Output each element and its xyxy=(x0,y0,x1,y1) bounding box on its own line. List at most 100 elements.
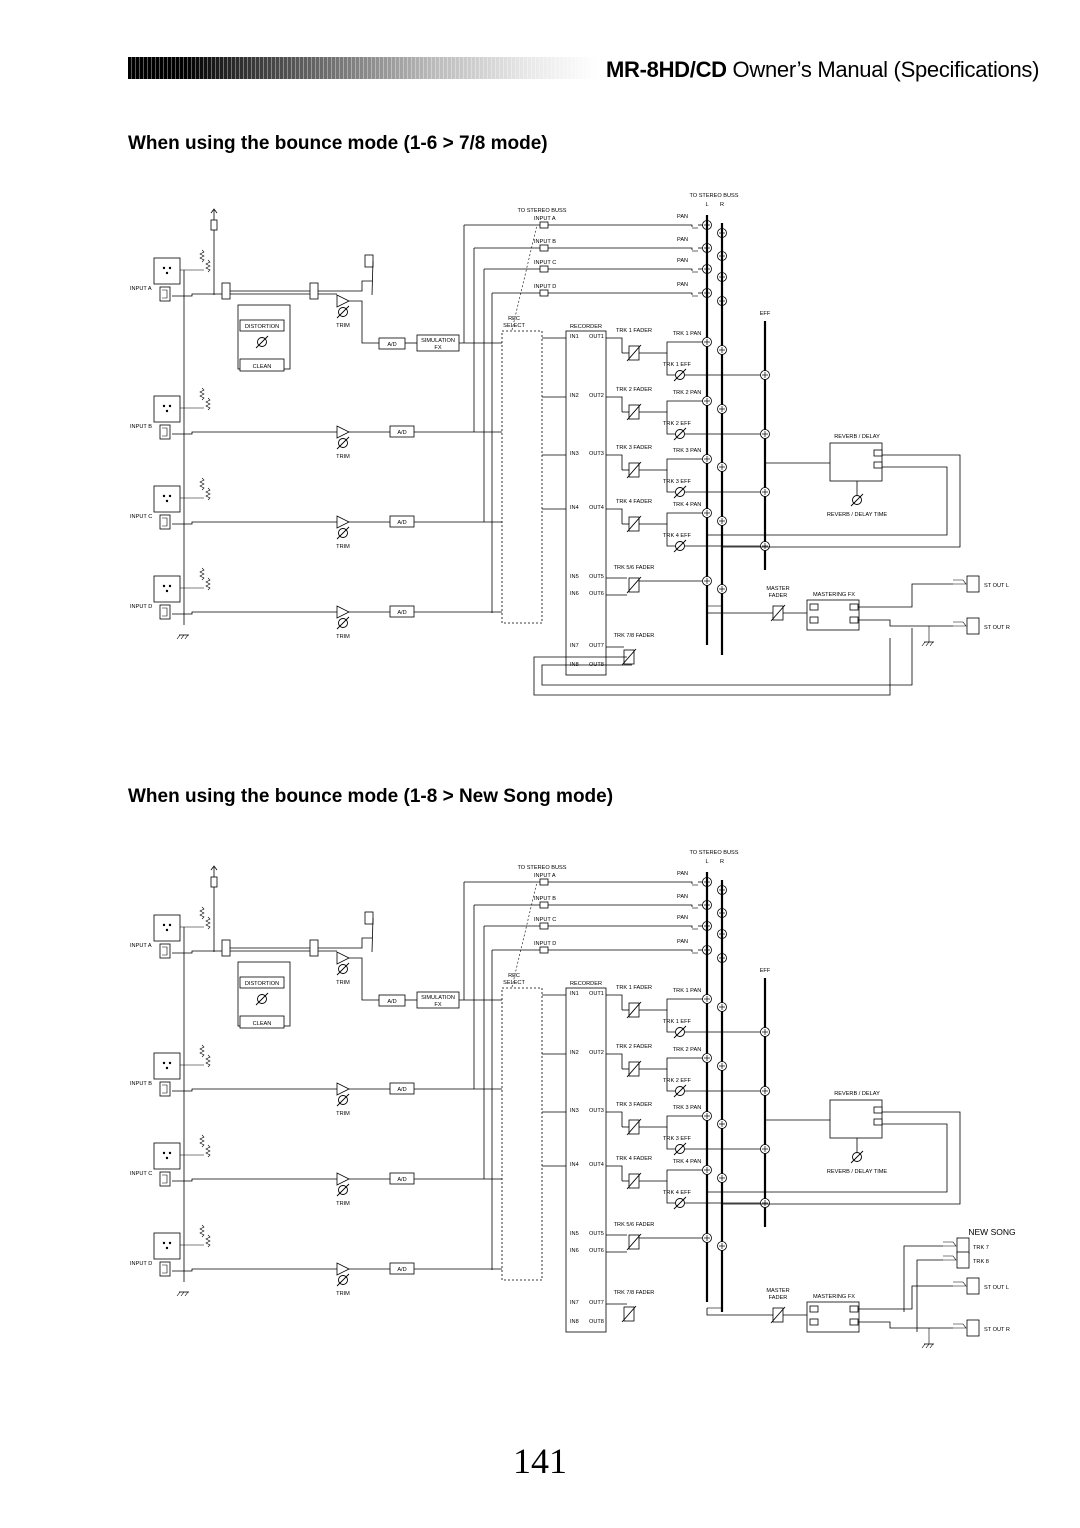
fader-icon-slash xyxy=(621,1305,637,1323)
master-fader-label: FADER xyxy=(769,1295,788,1301)
wire xyxy=(916,1259,943,1332)
trim-label: TRIM xyxy=(336,1201,350,1207)
stereo-buss-tap-label: INPUT A xyxy=(534,216,556,222)
knob-icon-slash xyxy=(673,485,687,499)
select-label: SELECT xyxy=(503,323,525,329)
xlr-pin xyxy=(165,499,169,503)
wire xyxy=(639,998,707,1011)
ground-icon-hatch xyxy=(176,634,181,640)
ad-converter-box xyxy=(378,337,406,350)
st-out-r-label: ST OUT R xyxy=(984,625,1010,631)
wire xyxy=(318,280,372,292)
fader-icon-slash xyxy=(626,1172,642,1190)
output-jack-plug xyxy=(953,1281,967,1287)
connector-icon xyxy=(873,1118,883,1126)
wire xyxy=(318,937,372,949)
reverb-delay-label: REVERB / DELAY xyxy=(834,1091,880,1097)
stereo-buss-tap-label: INPUT B xyxy=(534,896,556,902)
wire xyxy=(639,512,707,525)
knob-icon-slash xyxy=(850,1150,864,1164)
amplifier-icon xyxy=(336,1082,350,1096)
wire xyxy=(639,400,707,413)
amplifier-icon xyxy=(336,1262,350,1276)
fader-icon-slash xyxy=(626,515,642,533)
ground-icon-hatch xyxy=(921,1343,926,1349)
recorder-output-label: OUT2 xyxy=(589,393,604,399)
fader-icon-slash xyxy=(626,1118,642,1136)
input-label-2: INPUT B xyxy=(130,1081,152,1087)
knob-icon-slash xyxy=(673,539,687,553)
phone-jack-contact xyxy=(162,607,168,617)
track-eff-label: TRK 1 EFF xyxy=(663,362,692,368)
resistor-icon xyxy=(205,1234,211,1248)
ad-converter-box xyxy=(389,1082,415,1095)
knob-icon-slash xyxy=(336,305,350,319)
wire xyxy=(666,1181,675,1204)
connector-icon xyxy=(873,449,883,457)
ad-converter-box xyxy=(389,1262,415,1275)
bus-r-label: R xyxy=(720,202,724,208)
resistor-icon xyxy=(199,1134,205,1148)
bus-l-label: L xyxy=(705,202,708,208)
recorder-output-label: OUT1 xyxy=(589,991,604,997)
reverb-delay-label: REVERB / DELAY xyxy=(834,434,880,440)
clean-box xyxy=(239,358,285,372)
phone-jack-icon xyxy=(159,286,171,302)
output-jack-icon xyxy=(966,575,980,593)
rec-select-block xyxy=(501,987,543,1281)
header-gradient-bar xyxy=(128,57,598,79)
knob-icon-slash xyxy=(673,1142,687,1156)
wire xyxy=(548,292,693,295)
section-heading-2: When using the bounce mode (1-8 > New So… xyxy=(128,786,614,807)
output-jack-plug xyxy=(953,1323,967,1329)
resistor-icon xyxy=(205,1054,211,1068)
xlr-pin xyxy=(162,404,166,408)
simulation-label: SIMULATION xyxy=(421,995,455,1001)
bus-r-label: R xyxy=(720,859,724,865)
st-out-l-label: ST OUT L xyxy=(984,583,1009,589)
section-heading-1: When using the bounce mode (1-6 > 7/8 mo… xyxy=(128,133,548,154)
phantom-power-arrow-head xyxy=(210,865,218,871)
ad-label: A/D xyxy=(397,1177,406,1183)
wire xyxy=(903,1245,943,1312)
knob-icon-slash xyxy=(336,526,350,540)
track-fader-label: TRK 3 FADER xyxy=(616,445,652,451)
amplifier-icon xyxy=(336,1172,350,1186)
resistor-icon xyxy=(205,916,211,930)
track-fader-label: TRK 4 FADER xyxy=(616,1156,652,1162)
xlr-pin xyxy=(165,589,169,593)
wire xyxy=(606,396,623,412)
phone-jack-contact xyxy=(162,289,168,299)
wire xyxy=(666,1127,675,1150)
connector-icon xyxy=(873,1106,883,1114)
phone-jack-icon xyxy=(364,254,374,268)
fader-icon-slash xyxy=(621,648,637,666)
resistor-icon xyxy=(199,477,205,491)
wire xyxy=(606,1165,623,1181)
xlr-pin xyxy=(162,1151,166,1155)
track-eff-label: TRK 1 EFF xyxy=(663,1019,692,1025)
amplifier-icon xyxy=(336,294,350,308)
stereo-buss-tap-label: INPUT C xyxy=(534,917,556,923)
output-jack-icon xyxy=(966,1277,980,1295)
st-out-l-label: ST OUT L xyxy=(984,1285,1009,1291)
ad-label: A/D xyxy=(397,520,406,526)
clean-label: CLEAN xyxy=(253,364,272,370)
stereo-buss-tap-label: INPUT D xyxy=(534,941,556,947)
ad-converter-box xyxy=(378,994,406,1007)
wire xyxy=(548,881,693,884)
fader-icon-slash xyxy=(626,1060,642,1078)
trim-label: TRIM xyxy=(336,323,350,329)
input-signal-wire xyxy=(172,293,337,297)
connector-icon xyxy=(849,616,859,624)
stereo-buss-tap-label: INPUT B xyxy=(534,239,556,245)
xlr-pin xyxy=(162,923,166,927)
recorder-input-label: IN3 xyxy=(570,451,579,457)
recorder-output-label: OUT3 xyxy=(589,1108,604,1114)
guitar-path-frame xyxy=(237,304,291,370)
knob-icon-slash xyxy=(673,1084,687,1098)
wire xyxy=(639,1169,707,1182)
phone-jack-contact xyxy=(162,946,168,956)
